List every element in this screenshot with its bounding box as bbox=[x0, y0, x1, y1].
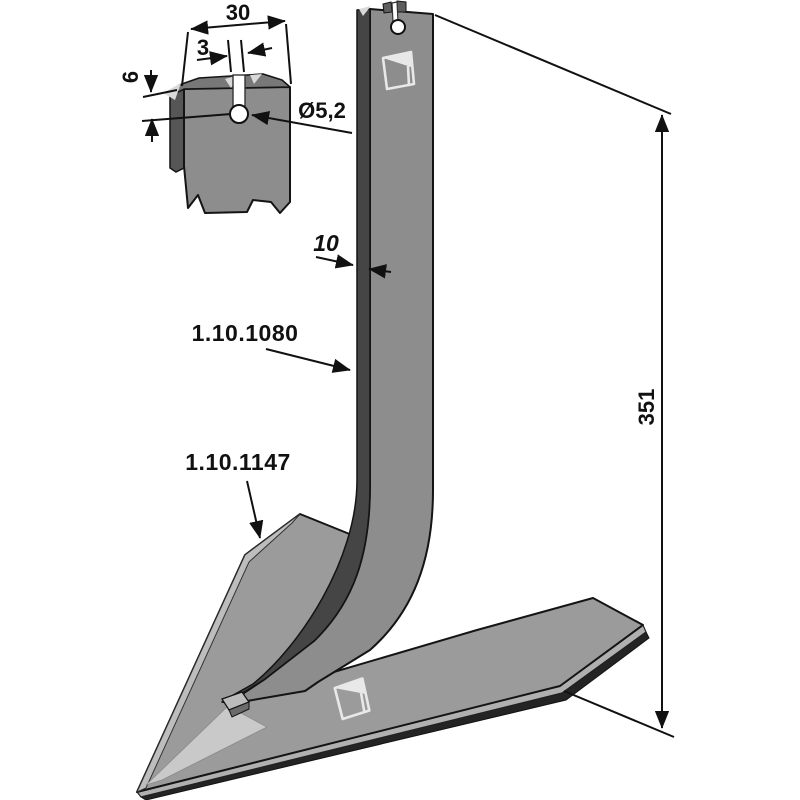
dimension-10 bbox=[315, 254, 392, 279]
label-detail-slot-width: 3 bbox=[196, 35, 210, 60]
detail-view bbox=[163, 73, 291, 214]
dimension-30 bbox=[181, 15, 292, 87]
label-detail-width: 30 bbox=[225, 0, 251, 25]
detail-slot bbox=[229, 74, 249, 124]
label-shank-part-number: 1.10.1080 bbox=[191, 320, 299, 346]
dimension-lines bbox=[141, 14, 675, 738]
label-detail-depth: 6 bbox=[118, 70, 143, 84]
label-hole-diameter: Ø5,2 bbox=[298, 98, 346, 123]
dimension-6 bbox=[141, 70, 232, 142]
label-overall-height: 351 bbox=[634, 388, 659, 426]
label-shank-thickness: 10 bbox=[313, 230, 339, 256]
shank bbox=[221, 0, 434, 718]
shank-mounting-slot bbox=[382, 0, 407, 35]
leader-sweep-part-number bbox=[246, 480, 264, 539]
dimension-hole-diameter bbox=[251, 110, 353, 134]
leader-shank-part-number bbox=[265, 348, 351, 373]
dimension-3 bbox=[196, 39, 273, 73]
label-sweep-part-number: 1.10.1147 bbox=[185, 449, 291, 475]
dimension-351 bbox=[434, 14, 675, 738]
